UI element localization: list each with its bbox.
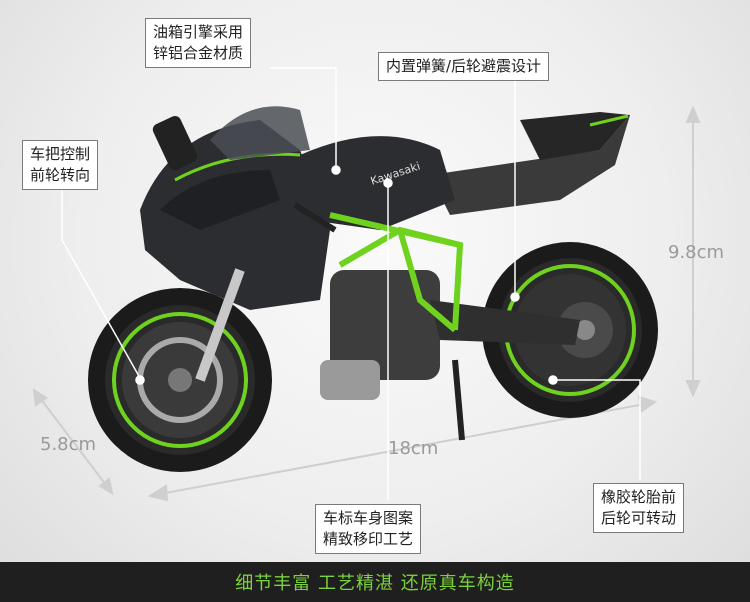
callout-line: 橡胶轮胎前 <box>601 488 677 506</box>
callout-line: 油箱引擎采用 <box>153 23 244 41</box>
trellis-frame <box>329 212 464 333</box>
callout-tire: 橡胶轮胎前 后轮可转动 <box>593 483 685 533</box>
callout-line: 车标车身图案 <box>323 509 414 527</box>
fuel-tank <box>300 136 455 230</box>
motorcycle-illustration: Kawasaki <box>32 67 701 502</box>
footer-text: 细节丰富 工艺精湛 还原真车构造 <box>235 573 515 594</box>
mirror <box>152 115 198 171</box>
callout-steer: 车把控制 前轮转向 <box>22 140 99 190</box>
front-fork <box>195 268 245 382</box>
callout-line: 精致移印工艺 <box>323 530 414 548</box>
length-label: 18cm <box>388 438 439 459</box>
callout-logo: 车标车身图案 精致移印工艺 <box>315 504 422 554</box>
callout-line: 锌铝合金材质 <box>153 44 244 62</box>
width-label: 5.8cm <box>40 434 97 455</box>
engine <box>330 270 440 380</box>
handlebar <box>293 202 337 233</box>
callout-line: 内置弹簧/后轮避震设计 <box>386 57 542 75</box>
callout-line: 前轮转向 <box>30 166 91 184</box>
windscreen <box>210 106 310 160</box>
callout-spring: 内置弹簧/后轮避震设计 <box>378 52 550 81</box>
callout-tank: 油箱引擎采用 锌铝合金材质 <box>145 18 252 68</box>
width-dimension-line <box>32 387 114 496</box>
height-label: 9.8cm <box>668 242 725 263</box>
callout-line: 车把控制 <box>30 145 91 163</box>
callout-line: 后轮可转动 <box>601 509 677 527</box>
footer-banner: 细节丰富 工艺精湛 还原真车构造 <box>0 562 750 602</box>
kickstand <box>452 359 465 441</box>
front-wheel <box>88 288 272 472</box>
height-dimension-line <box>685 105 701 398</box>
